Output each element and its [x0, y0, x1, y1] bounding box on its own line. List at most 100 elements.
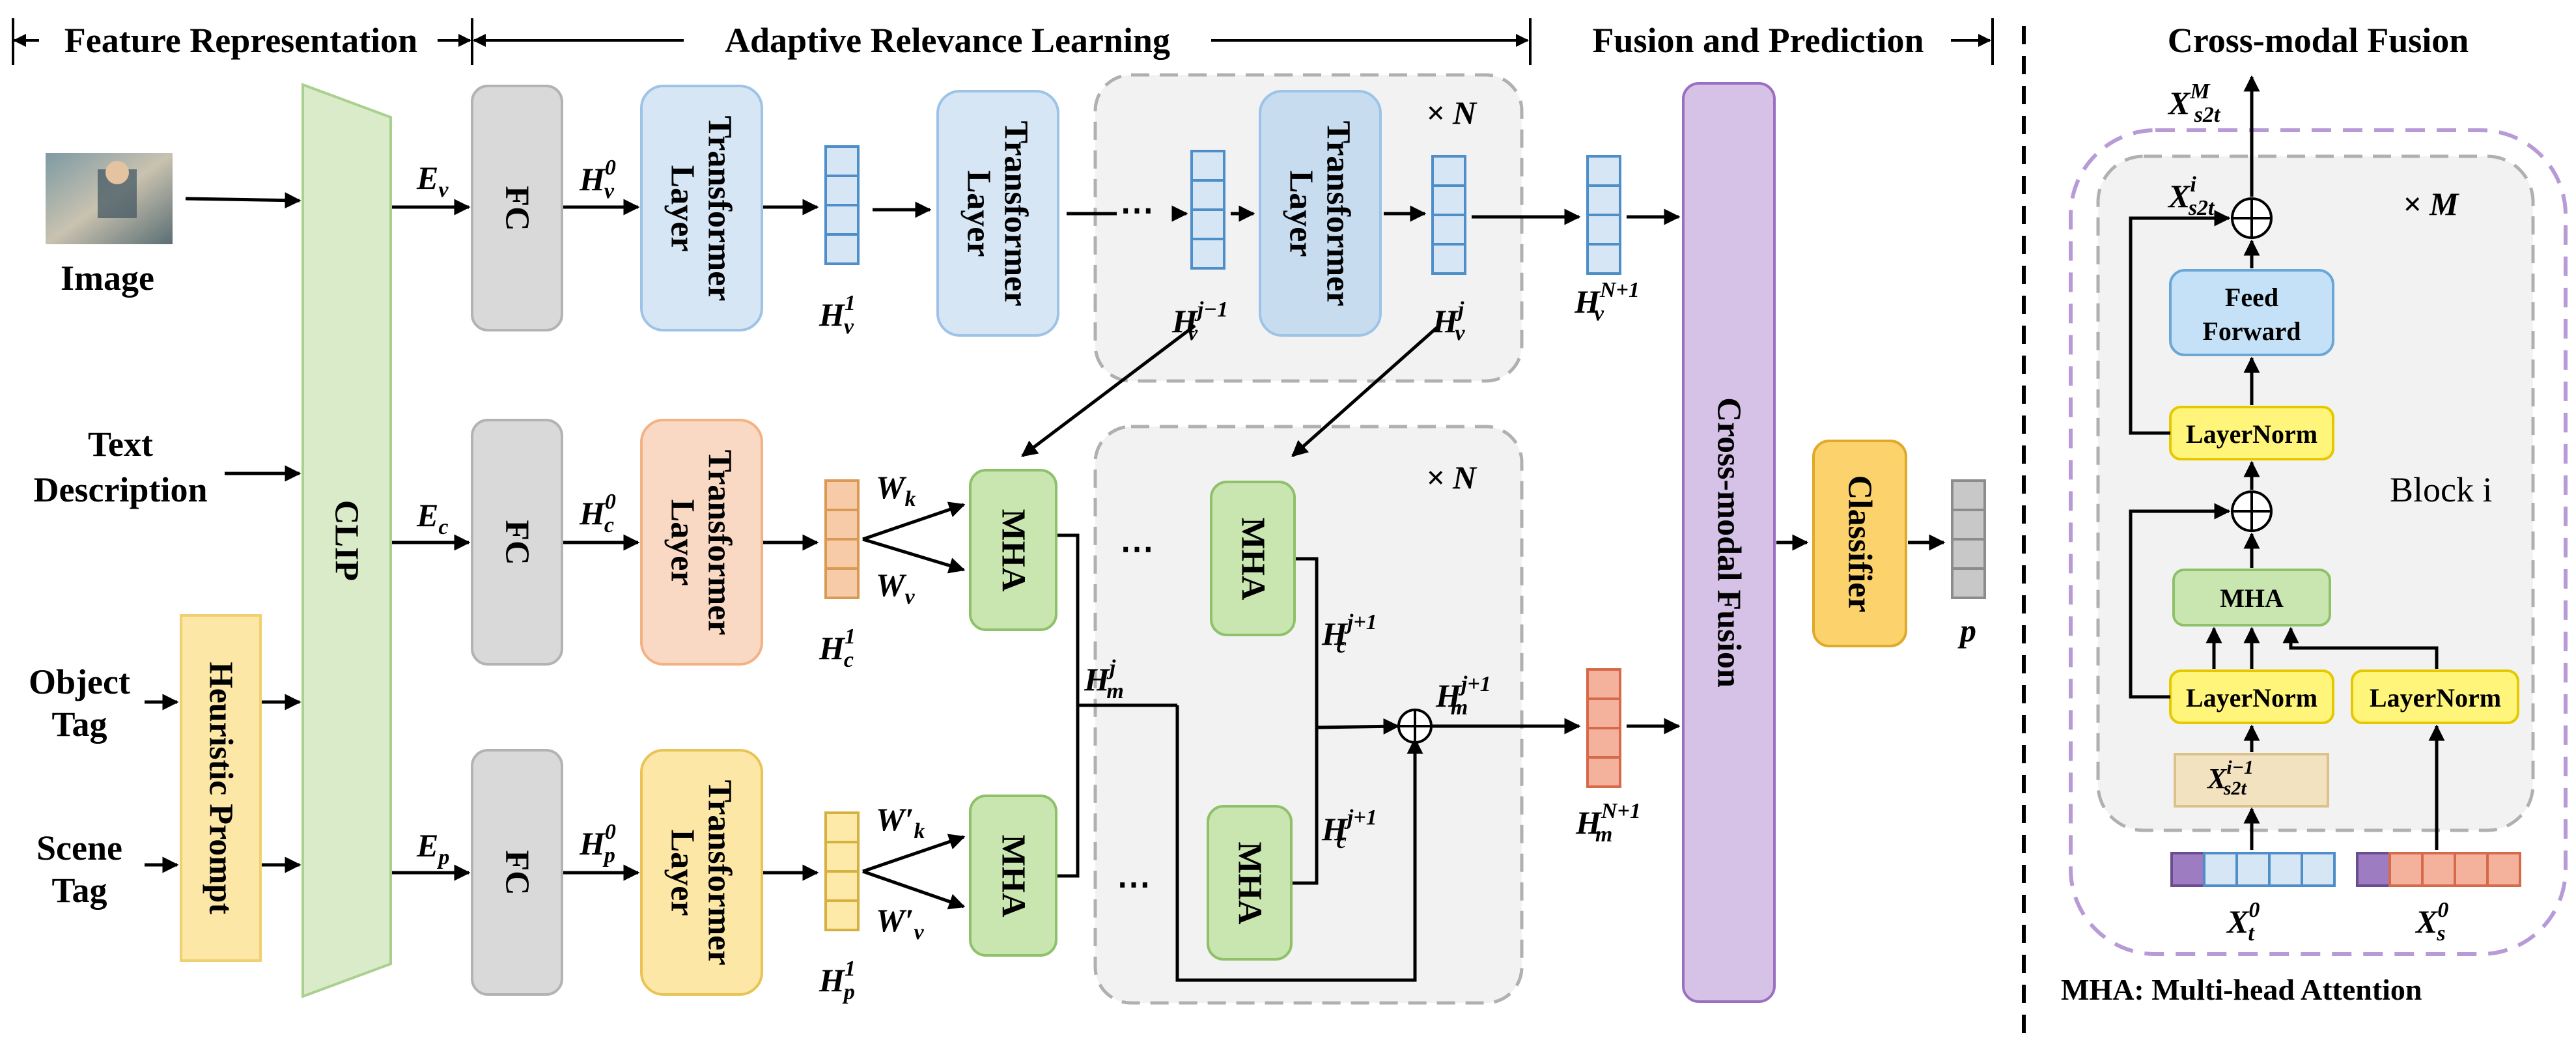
- input-image-label: Image: [61, 259, 154, 298]
- W-k-prime-label: W′k: [876, 801, 925, 843]
- transformer-layer-vision-1: Transformer Layer: [640, 85, 763, 331]
- token-stack-H-p1: [824, 811, 860, 931]
- mha-block-fusion: MHA: [2172, 569, 2331, 627]
- header-bar: [12, 18, 1994, 65]
- header-cross-modal-fusion: Cross-modal Fusion: [2168, 21, 2469, 60]
- clip-label: CLIP: [328, 500, 365, 581]
- add-node-relevance: [1397, 709, 1433, 744]
- W-k-label: Wk: [876, 469, 916, 511]
- token-stack-H-mN1: [1586, 668, 1621, 788]
- ellipsis-vision: ⋯: [1120, 192, 1154, 229]
- cross-modal-fusion-block: Cross-modal Fusion: [1682, 82, 1776, 1003]
- times-N-vision: × N: [1426, 94, 1477, 131]
- ellipsis-mha-text: ⋯: [1120, 531, 1154, 568]
- input-text-label-line2: Description: [34, 470, 208, 509]
- layernorm-label: LayerNorm: [2186, 419, 2317, 449]
- transformer-layer-prompt: Transformer Layer: [640, 749, 763, 996]
- token-stack-H-c1: [824, 479, 860, 599]
- transformer-label-line2: Layer: [664, 165, 701, 252]
- input-object-label-line1: Object: [29, 662, 130, 701]
- add-node-middle: [2231, 490, 2273, 532]
- input-object-label-line2: Tag: [51, 705, 107, 744]
- W-v-prime-label: W′v: [876, 902, 925, 944]
- layernorm-label: LayerNorm: [2370, 683, 2501, 712]
- fc-label-vision: FC: [499, 186, 536, 231]
- mha-block-text: MHA: [969, 469, 1057, 631]
- E-c-label: Ec: [416, 497, 448, 539]
- layernorm-source-block: LayerNorm: [2351, 669, 2519, 724]
- token-row-X-t0: [2170, 852, 2336, 887]
- W-v-label: Wv: [876, 567, 915, 609]
- transformer-layer-vision-2: Transformer Layer: [936, 90, 1059, 337]
- feed-forward-label-line2: Forward: [2202, 317, 2301, 346]
- add-node-top: [2231, 197, 2273, 239]
- heuristic-prompt-label: Heuristic Prompt: [203, 662, 240, 914]
- layernorm-target-block: LayerNorm: [2169, 669, 2334, 724]
- mha-block-prompt: MHA: [969, 795, 1057, 957]
- mha-label: MHA: [995, 834, 1032, 918]
- transformer-label-line1: Transformer: [1320, 121, 1357, 307]
- layernorm-top-block: LayerNorm: [2169, 406, 2334, 460]
- transformer-label-line2: Layer: [1283, 171, 1320, 257]
- E-v-label: Ev: [416, 160, 449, 202]
- mha-footnote: MHA: Multi-head Attention: [2061, 973, 2422, 1006]
- times-M-label: × M: [2403, 186, 2459, 222]
- fc-label-prompt: FC: [499, 850, 536, 895]
- token-row-X-s0: [2356, 852, 2521, 887]
- fc-block-vision: [471, 85, 563, 331]
- cross-modal-fusion-label: Cross-modal Fusion: [1711, 397, 1748, 688]
- fc-label-text: FC: [499, 520, 536, 565]
- transformer-label-line1: Transformer: [998, 121, 1035, 307]
- output-probability-stack: [1951, 479, 1986, 599]
- transformer-label-line2: Layer: [664, 830, 701, 916]
- fusion-detail-outer: [2069, 128, 2568, 956]
- mha-block-prompt-j: MHA: [1207, 805, 1293, 961]
- token-stack-H-vj-1: [1190, 150, 1225, 270]
- header-adaptive-relevance-learning: Adaptive Relevance Learning: [725, 21, 1170, 60]
- fc-block-prompt: [471, 749, 563, 996]
- times-N-relevance: × N: [1426, 459, 1477, 496]
- E-p-label: Ep: [416, 827, 449, 869]
- transformer-label-line2: Layer: [960, 171, 998, 257]
- mha-label: MHA: [995, 509, 1032, 592]
- input-scene-label-line2: Tag: [51, 871, 107, 910]
- header-fusion-and-prediction: Fusion and Prediction: [1592, 21, 1924, 60]
- feed-forward-label-line1: Feed: [2225, 283, 2278, 312]
- transformer-label-line1: Transformer: [701, 780, 738, 966]
- token-stack-H-vj: [1431, 155, 1466, 275]
- mha-label: MHA: [1235, 517, 1272, 600]
- token-stack-H-v1: [824, 145, 860, 265]
- heuristic-prompt-block: [180, 614, 262, 962]
- output-p-label: p: [1957, 612, 1976, 649]
- input-scene-label-line1: Scene: [36, 828, 122, 867]
- header-feature-representation: Feature Representation: [64, 21, 417, 60]
- input-text-label-line1: Text: [88, 425, 153, 464]
- clip-block: [301, 83, 392, 998]
- x-prev-block: [2174, 753, 2329, 808]
- layernorm-label: LayerNorm: [2186, 683, 2317, 712]
- mha-label: MHA: [1231, 841, 1268, 925]
- ellipsis-mha-prompt: ⋯: [1117, 866, 1151, 903]
- transformer-layer-text: Transformer Layer: [640, 419, 763, 666]
- transformer-layer-vision-j: Transformer Layer: [1259, 90, 1382, 337]
- transformer-label-line1: Transformer: [701, 116, 738, 302]
- transformer-label-line2: Layer: [664, 500, 701, 586]
- image-thumbnail: [46, 153, 173, 244]
